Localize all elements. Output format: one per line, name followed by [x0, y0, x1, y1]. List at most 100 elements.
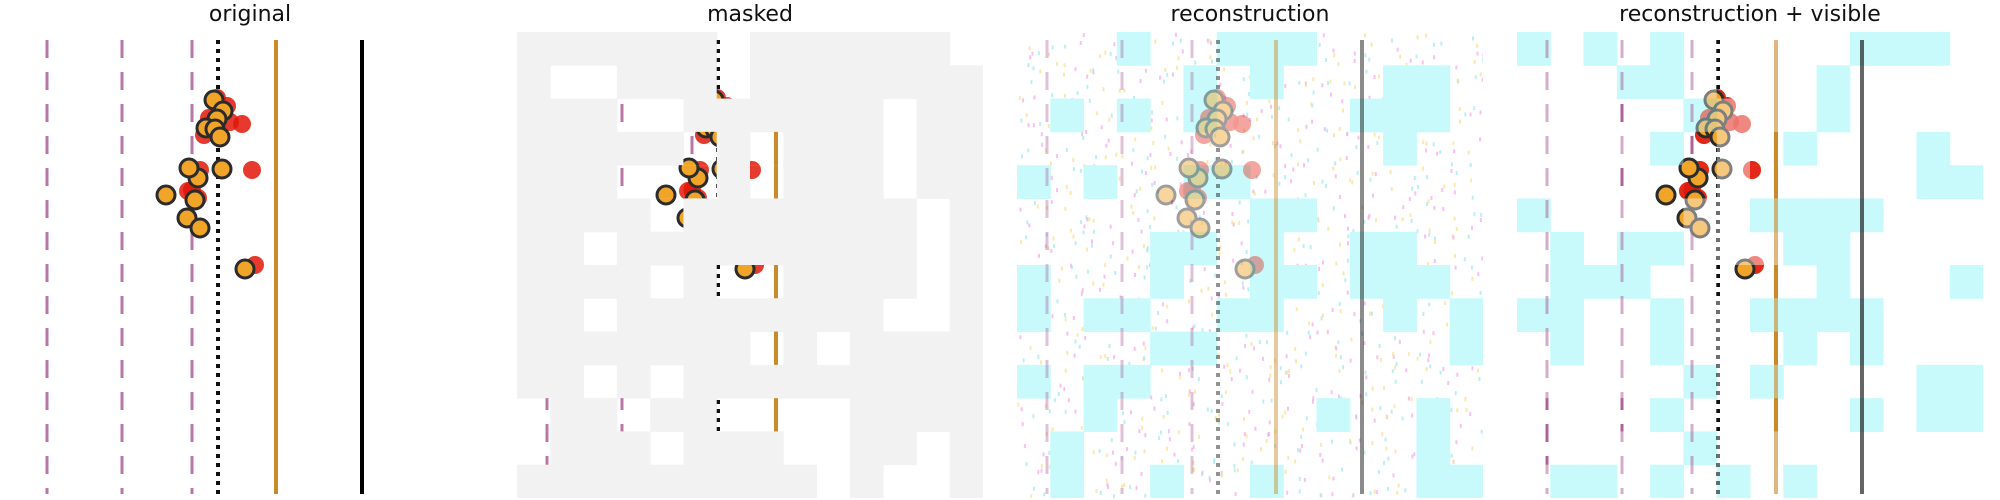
recon-noise — [1335, 346, 1338, 351]
recon-noise — [1373, 75, 1376, 80]
recon-noise — [1020, 154, 1023, 159]
recon-noise — [1326, 128, 1329, 133]
recon-noise — [1188, 389, 1191, 394]
recon-noise — [1056, 154, 1059, 159]
data-dot — [1655, 184, 1677, 206]
recon-noise — [1271, 114, 1274, 119]
recon-noise — [1376, 141, 1379, 146]
recon-noise — [1355, 414, 1358, 419]
recon-patch — [1849, 32, 1884, 66]
recon-noise — [1031, 51, 1034, 56]
recon-noise — [1079, 40, 1082, 45]
red-blob — [1195, 126, 1213, 144]
recon-noise — [1189, 219, 1192, 224]
recon-noise — [1451, 291, 1454, 296]
recon-noise — [1125, 447, 1128, 452]
recon-noise — [1373, 132, 1376, 137]
recon-patch — [1116, 98, 1151, 133]
recon-patch — [1116, 364, 1151, 399]
mask-patch — [883, 265, 917, 299]
recon-noise — [1371, 407, 1374, 412]
recon-noise — [1202, 210, 1205, 215]
recon-noise — [1218, 251, 1221, 256]
recon-noise — [1474, 75, 1477, 80]
recon-noise — [1225, 292, 1228, 297]
recon-noise — [1180, 140, 1183, 145]
panel-image — [17, 32, 483, 498]
data-dot — [1176, 207, 1198, 229]
data-dot — [655, 184, 677, 206]
recon-noise — [1224, 390, 1227, 395]
recon-noise — [1076, 91, 1079, 96]
mask-patch — [849, 165, 884, 199]
recon-noise — [1144, 346, 1147, 351]
recon-noise — [1134, 137, 1137, 142]
recon-patch — [1650, 65, 1684, 100]
mask-patch — [683, 231, 718, 266]
recon-noise — [1048, 409, 1051, 414]
recon-noise — [1364, 370, 1367, 375]
recon-noise — [1083, 224, 1086, 229]
recon-noise — [1433, 259, 1436, 264]
mask-patch — [616, 464, 651, 498]
recon-noise — [1324, 57, 1327, 62]
recon-noise — [1471, 276, 1474, 281]
recon-noise — [1397, 483, 1400, 488]
recon-patch — [1650, 331, 1684, 366]
recon-noise — [1424, 234, 1427, 239]
recon-noise — [1103, 274, 1106, 279]
recon-noise — [1245, 333, 1248, 338]
recon-noise — [1092, 68, 1095, 73]
data-dot — [1155, 184, 1177, 206]
recon-noise — [1122, 411, 1125, 416]
recon-noise — [1021, 422, 1024, 427]
recon-noise — [1019, 207, 1022, 212]
recon-noise — [1113, 42, 1116, 47]
recon-noise — [1422, 312, 1425, 317]
recon-noise — [1146, 265, 1149, 270]
mask-patch — [916, 165, 951, 199]
mask-patch — [683, 298, 718, 333]
recon-noise — [1392, 354, 1395, 359]
mask-patch — [849, 398, 884, 432]
recon-noise — [1213, 460, 1216, 465]
recon-noise — [1374, 172, 1377, 177]
recon-noise — [1361, 331, 1364, 336]
recon-noise — [1469, 163, 1472, 168]
recon-noise — [1339, 309, 1342, 314]
recon-noise — [1477, 368, 1480, 373]
recon-noise — [1287, 374, 1290, 379]
recon-patch — [1449, 331, 1483, 366]
mask-patch — [550, 265, 585, 299]
recon-noise — [1072, 167, 1075, 172]
mask-patch — [883, 65, 917, 100]
recon-patch — [1150, 265, 1184, 299]
recon-noise — [1426, 202, 1429, 207]
recon-noise — [1459, 119, 1462, 124]
recon-patch — [1650, 464, 1684, 498]
recon-noise — [1114, 461, 1117, 466]
mask-patch — [716, 198, 751, 233]
recon-noise — [1333, 53, 1336, 58]
recon-noise — [1107, 138, 1110, 143]
recon-patch — [1550, 464, 1585, 498]
recon-noise — [1369, 491, 1372, 496]
recon-noise — [1126, 256, 1129, 261]
recon-noise — [1339, 242, 1342, 247]
data-dot — [155, 184, 177, 206]
recon-noise — [1321, 83, 1324, 88]
recon-noise — [1022, 358, 1025, 363]
recon-noise — [1433, 205, 1436, 210]
recon-noise — [1249, 118, 1252, 123]
recon-noise — [1166, 319, 1169, 324]
recon-noise — [1294, 346, 1297, 351]
recon-patch — [1017, 364, 1051, 399]
recon-noise — [1214, 157, 1217, 162]
mask-patch — [750, 65, 784, 100]
recon-noise — [1177, 56, 1180, 61]
recon-noise — [1191, 325, 1194, 330]
recon-noise — [1219, 245, 1222, 250]
recon-noise — [1264, 189, 1267, 194]
recon-noise — [1223, 364, 1226, 369]
recon-noise — [1053, 398, 1056, 403]
